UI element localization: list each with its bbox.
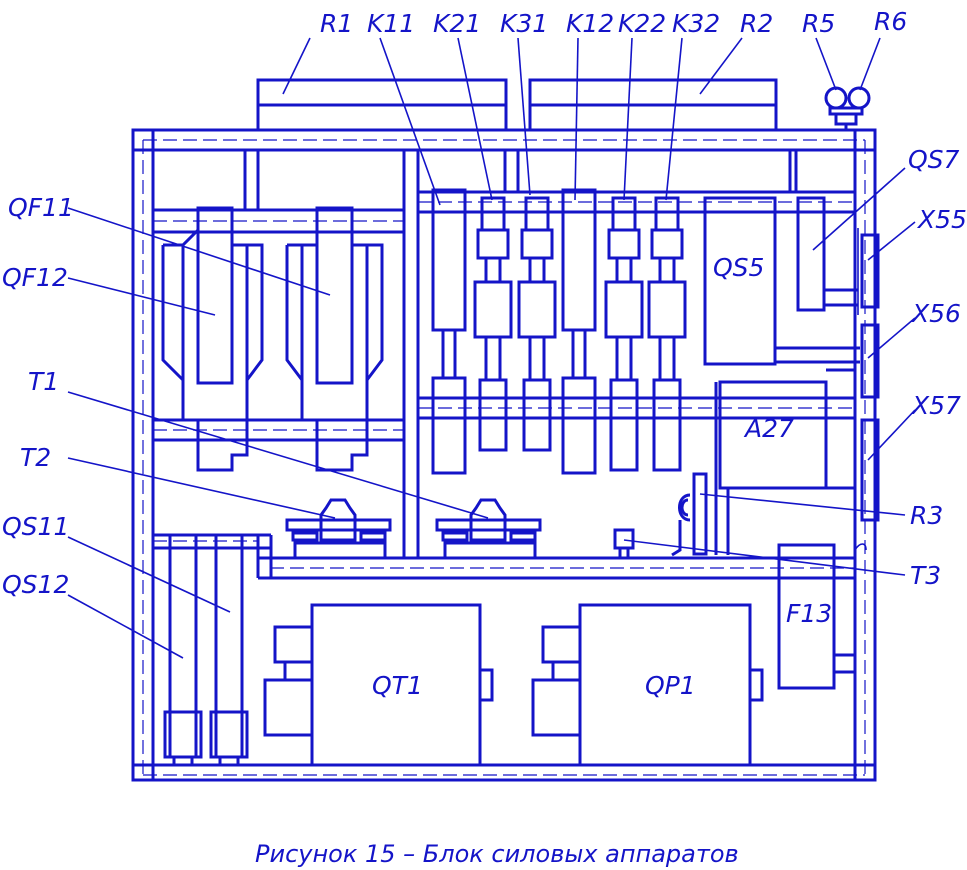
leader-lines <box>67 37 916 659</box>
resistor-r1 <box>256 78 508 132</box>
breaker-qt1: QT1 <box>263 603 494 767</box>
a27-label: A27 <box>743 414 794 443</box>
fuse-f13: F13 <box>777 543 867 690</box>
din-rails <box>153 150 855 442</box>
label-qf11: QF11 <box>8 193 74 222</box>
label-t3: T3 <box>910 561 941 590</box>
switch-qs12 <box>163 533 203 767</box>
contactor-k12 <box>561 188 597 475</box>
qp1-label: QP1 <box>645 671 696 700</box>
figure-caption: Рисунок 15 – Блок силовых аппаратов <box>255 840 739 868</box>
qs5-label: QS5 <box>713 253 764 282</box>
label-k22: K22 <box>618 9 666 38</box>
terminal-x56 <box>860 323 880 399</box>
module-a27: A27 <box>714 368 855 555</box>
label-k12: K12 <box>566 9 614 38</box>
switch-qs7 <box>796 196 858 312</box>
label-k31: K31 <box>500 9 548 38</box>
center-divider <box>402 150 420 558</box>
label-k21: K21 <box>433 9 481 38</box>
label-x55: X55 <box>916 205 967 234</box>
breaker-qf11 <box>285 206 384 472</box>
terminal-x57 <box>860 418 880 522</box>
component-labels: R1 K11 K21 K31 K12 K22 K32 R2 R5 R6 QS7 … <box>2 7 967 599</box>
label-r1: R1 <box>320 9 353 38</box>
label-qs12: QS12 <box>2 570 69 599</box>
contactor-k32 <box>647 196 687 472</box>
switch-qs11 <box>209 533 249 767</box>
contactor-k21 <box>473 196 513 452</box>
label-qs11: QS11 <box>2 512 69 541</box>
label-r2: R2 <box>740 9 773 38</box>
transformer-t1 <box>435 498 542 560</box>
label-r5: R5 <box>802 9 835 38</box>
contactor-k31 <box>517 196 557 452</box>
label-qf12: QF12 <box>2 263 68 292</box>
label-t2: T2 <box>20 443 51 472</box>
resistor-r3 <box>671 472 708 557</box>
contactor-k11 <box>431 188 467 475</box>
label-x57: X57 <box>910 391 961 420</box>
f13-label: F13 <box>786 599 832 628</box>
breaker-qp1: QP1 <box>531 603 764 767</box>
transformer-t2 <box>285 498 392 560</box>
label-x56: X56 <box>910 299 961 328</box>
terminal-x55 <box>857 228 880 315</box>
contactor-k22 <box>604 196 644 472</box>
label-k32: K32 <box>672 9 720 38</box>
qt1-label: QT1 <box>372 671 423 700</box>
label-r6: R6 <box>874 7 907 36</box>
switch-qs5: QS5 <box>703 196 860 366</box>
lower-shelf <box>153 533 855 580</box>
breaker-qf12 <box>161 206 264 472</box>
label-t1: T1 <box>28 367 59 396</box>
gauges-r5-r6 <box>824 86 871 130</box>
label-qs7: QS7 <box>908 145 960 174</box>
resistor-r2 <box>528 78 778 132</box>
label-k11: K11 <box>367 9 415 38</box>
label-r3: R3 <box>910 501 943 530</box>
transformer-t3 <box>613 528 635 558</box>
